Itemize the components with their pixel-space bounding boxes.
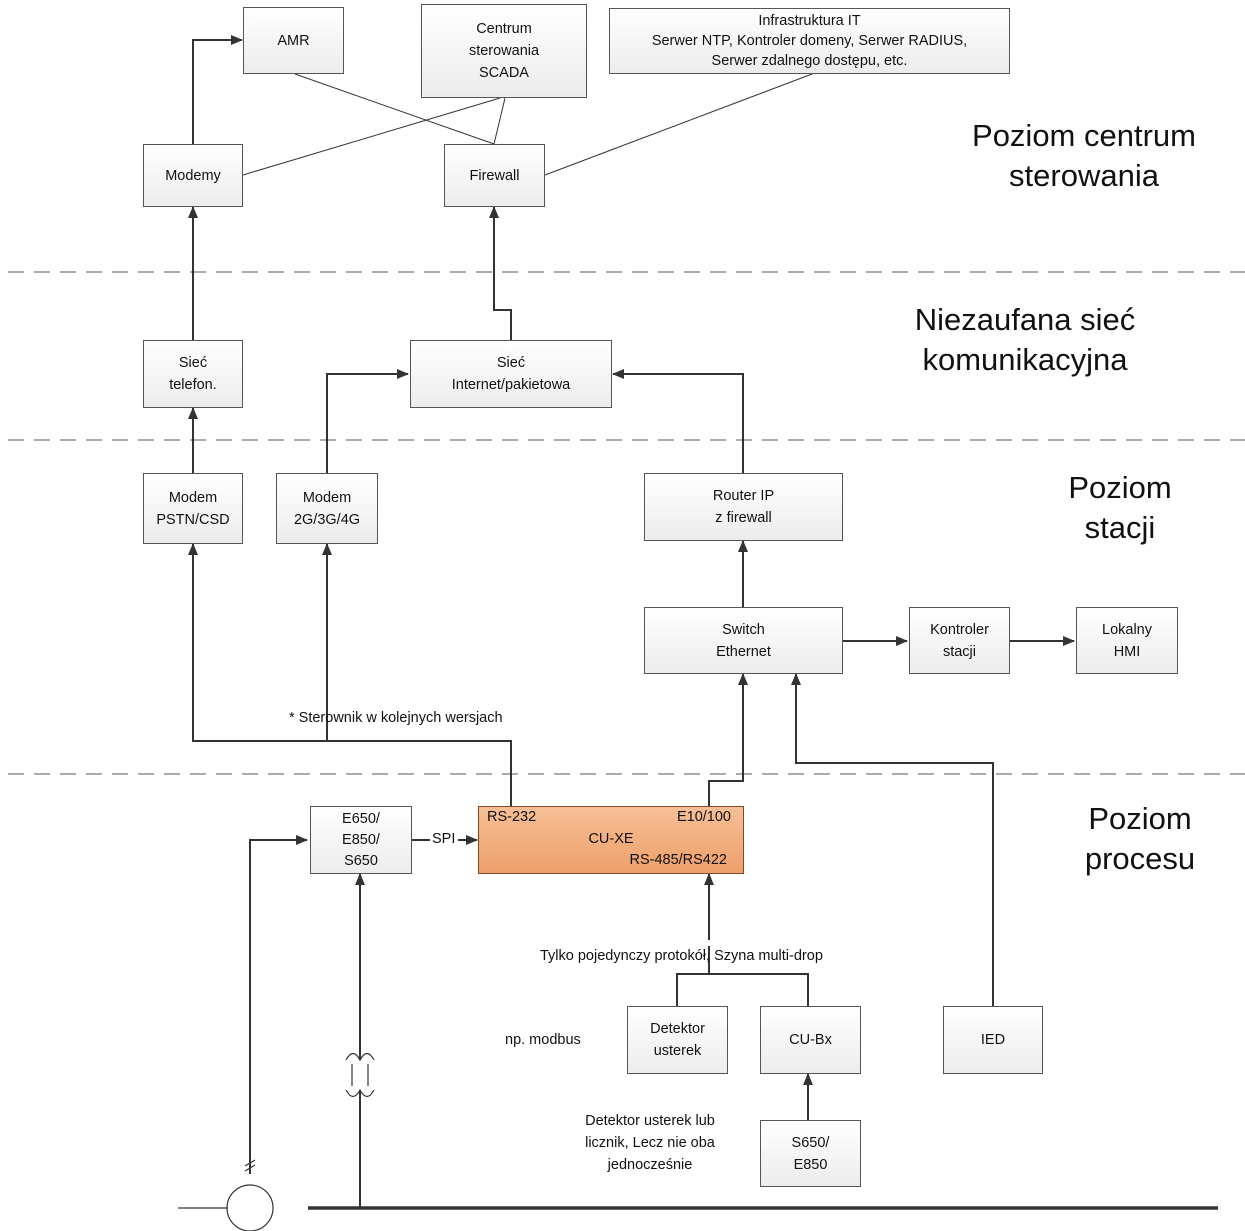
firewall-box: Firewall [444,144,545,207]
level-process-label: Poziom procesu [1084,801,1196,876]
level-control-center-label: Poziom centrum sterowania [972,118,1196,193]
spi-label: SPI [431,831,457,847]
it-infrastructure-box: Infrastruktura IT Serwer NTP, Kontroler … [609,8,1010,74]
level-untrusted-network-label: Niezaufana sieć komunikacyjna [914,302,1136,377]
ct-tick-2 [244,1164,256,1172]
vt-coil-bottom [345,1088,375,1098]
lokalny-hmi-box: Lokalny HMI [1076,607,1178,674]
cu-xe-rs485-port: RS-485/RS422 [629,852,727,868]
vt-coil-top [345,1052,375,1062]
cu-bx-box: CU-Bx [760,1006,861,1074]
multidrop-bus [676,973,809,1006]
ct-tick-1 [244,1159,256,1167]
power-line-group [178,1052,1218,1231]
internet-to-firewall-link [489,206,512,340]
s650-e850-box: S650/ E850 [760,1120,861,1187]
e10-to-switch-link [708,673,748,806]
firewall-it-link [544,73,813,176]
modemy-scada-link [242,97,501,176]
amr-firewall-link [294,73,495,145]
siec-telefon-box: Sieć telefon. [143,340,243,408]
cu-xe-title: CU-XE [588,831,634,847]
switch-ethernet-box: Switch Ethernet [644,607,843,674]
modem2g-to-internet-link [326,369,409,473]
level-station-label: Poziom stacji [1068,470,1172,545]
cu-xe-rs232-port: RS-232 [487,809,537,825]
control-center-links [242,73,813,176]
e650-meter-box: E650/ E850/ S650 [310,806,412,874]
current-transformer-symbol [226,1184,274,1231]
rs232-to-pstn-link [188,543,512,806]
ct-to-e650-link [249,835,308,1174]
sterownik-note: * Sterownik w kolejnych wersjach [289,710,503,726]
multidrop-note: Tylko pojedynczy protokół, Szyna multi-d… [540,948,823,964]
detektor-licznik-note: Detektor usterek lub licznik, Lecz nie o… [585,1113,715,1173]
firewall-scada-link [493,97,506,145]
voltage-transformer-symbol [345,1052,375,1098]
router-to-internet-link [612,369,744,473]
detektor-usterek-box: Detektor usterek [627,1006,728,1074]
router-ip-box: Router IP z firewall [644,473,843,541]
modemy-to-amr-link [192,35,243,144]
cu-xe-box: RS-232 E10/100 CU-XE RS-485/RS422 [478,806,744,874]
modem-2g-box: Modem 2G/3G/4G [276,473,378,544]
amr-box: AMR [243,7,344,74]
ied-box: IED [943,1006,1043,1074]
ied-to-switch-link [791,673,994,1006]
kontroler-stacji-box: Kontroler stacji [909,607,1010,674]
modemy-box: Modemy [143,144,243,207]
siec-internet-box: Sieć Internet/pakietowa [410,340,612,408]
modbus-note: np. modbus [505,1032,581,1048]
modem-pstn-box: Modem PSTN/CSD [143,473,243,544]
scada-box: Centrum sterowania SCADA [421,4,587,98]
cu-xe-e10-port: E10/100 [676,809,731,825]
